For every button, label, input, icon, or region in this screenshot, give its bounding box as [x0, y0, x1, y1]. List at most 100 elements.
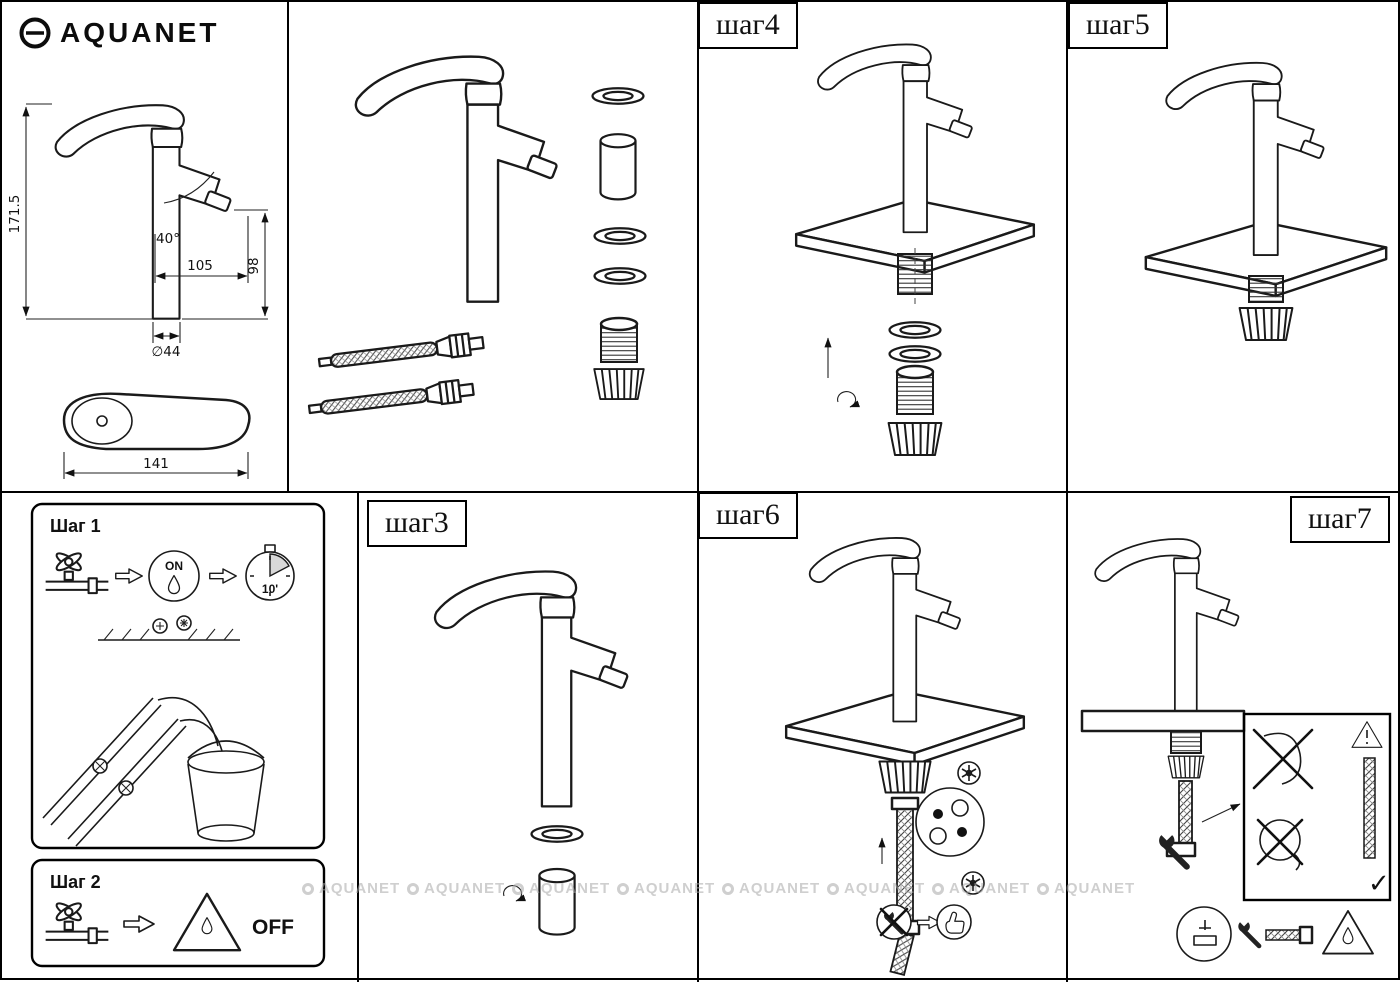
brand-name: AQUANET — [60, 17, 220, 48]
water-on-icon: ON — [148, 550, 200, 602]
grid-divider — [287, 2, 289, 493]
check-mark: ✓ — [1368, 869, 1390, 899]
faucet-side-view — [1094, 538, 1240, 715]
flex-hose-vertical — [1178, 780, 1193, 844]
threaded-sleeve — [895, 364, 935, 415]
rotate-arrow-icon — [837, 391, 861, 408]
threaded-shank — [1248, 275, 1284, 303]
water-stream — [157, 697, 219, 747]
step2-label: Шаг 2 — [50, 872, 101, 892]
step6-label: шаг6 — [698, 492, 798, 539]
step4-canvas — [794, 43, 1036, 457]
faucet-side-view — [54, 104, 233, 320]
svg-text:98: 98 — [246, 257, 262, 274]
dim-diameter: ∅44 — [152, 322, 181, 360]
dim-spout-height: 98 — [182, 209, 269, 320]
callout-arrow — [1201, 803, 1241, 823]
mounting-nut — [1167, 755, 1205, 779]
panel-step4: шаг4 — [698, 2, 1067, 492]
faucet-base-top-view — [62, 392, 251, 451]
step5-canvas — [1144, 61, 1388, 342]
water-stream — [179, 718, 223, 752]
no-loop-hose-icon — [1256, 818, 1304, 871]
step1-label: Шаг 1 — [50, 516, 101, 536]
water-off-warning-icon — [172, 892, 242, 952]
wrench-hose-icon — [1238, 922, 1314, 946]
panel-step6: шаг6 — [698, 492, 1067, 982]
gasket-ring — [593, 267, 647, 285]
tailpiece-cylinder — [538, 867, 576, 936]
svg-text:10': 10' — [262, 582, 278, 596]
arrow-right-icon — [209, 568, 237, 584]
step1-step2-canvas: Шаг 1 Шаг 2 ON 10' — [30, 502, 326, 968]
arrow-right-icon — [123, 915, 155, 933]
faucet-side-view — [354, 55, 559, 303]
supply-pipes — [42, 697, 187, 847]
panel-step3: шаг3 — [358, 492, 697, 982]
off-label: OFF — [252, 916, 294, 939]
step5-label: шаг5 — [1068, 2, 1168, 49]
mounting-hole-detail — [915, 787, 985, 857]
tailpiece-cylinder — [599, 133, 637, 201]
spec-drawing-canvas: 171.5 98 105 40° ∅44 — [7, 103, 269, 479]
stopwatch-icon: 10' — [245, 544, 295, 601]
parts-overview-canvas — [306, 55, 647, 422]
step7-canvas: ✓ — [1080, 538, 1392, 962]
bucket — [187, 740, 265, 842]
leak-warning-icon — [1322, 910, 1374, 955]
step4-label: шаг4 — [698, 2, 798, 49]
arrow-right-icon — [115, 568, 143, 584]
panel-step1-step2: Шаг 1 Шаг 2 ON 10' — [2, 492, 358, 982]
warning-triangle-icon — [1351, 721, 1383, 748]
hand-tighten-icon — [936, 904, 972, 940]
threaded-shank-with-nut — [593, 316, 645, 401]
wall-hatch — [103, 628, 234, 641]
panel-parts-overview — [288, 2, 697, 492]
svg-text:40°: 40° — [156, 231, 180, 247]
counter-slab — [1080, 709, 1246, 733]
rotate-arrow-icon — [503, 885, 527, 902]
supply-valve-icon — [44, 549, 110, 595]
mounting-nut — [878, 760, 932, 794]
brand-logo: AQUANET — [18, 16, 219, 50]
svg-text:105: 105 — [187, 258, 213, 274]
step3-label: шаг3 — [367, 500, 467, 547]
faucet-side-view — [1165, 61, 1326, 256]
aquanet-logo-icon — [19, 17, 51, 49]
screw-icon — [957, 761, 981, 785]
screw-icon — [961, 871, 985, 895]
panel-step7: шаг7 — [1068, 492, 1400, 982]
flex-hose — [316, 330, 486, 375]
svg-text:ON: ON — [165, 559, 183, 573]
faucet-side-view — [808, 537, 962, 723]
grid-divider — [357, 492, 359, 982]
no-kink-hose-icon — [1252, 728, 1314, 790]
supply-valve-icon — [44, 899, 110, 945]
wall-fixture-icon — [176, 615, 192, 631]
pipe-valve-icon — [92, 758, 108, 774]
step1-box — [30, 502, 326, 850]
svg-text:∅44: ∅44 — [152, 344, 181, 360]
panel-spec-drawing: AQUANET 171.5 98 105 — [2, 2, 288, 492]
gasket-ring — [591, 87, 645, 105]
gasket-ring — [530, 825, 584, 843]
gasket-ring — [888, 345, 942, 363]
wall-fixture-icon — [152, 618, 168, 634]
flex-hose — [306, 377, 476, 422]
pipe-valve-icon — [118, 780, 134, 796]
step7-label: шаг7 — [1290, 496, 1390, 543]
svg-text:141: 141 — [143, 456, 169, 472]
straight-hose-icon — [1363, 757, 1376, 859]
mounting-nut — [1238, 306, 1294, 342]
dim-base-length: 141 — [63, 452, 249, 479]
svg-text:171.5: 171.5 — [7, 195, 23, 234]
gasket-ring — [593, 227, 647, 245]
flex-hose-vertical — [889, 796, 921, 976]
step6-canvas — [784, 537, 1026, 976]
step3-canvas — [433, 570, 630, 936]
gasket-ring — [888, 321, 942, 339]
panel-step5: шаг5 — [1068, 2, 1400, 492]
flushing-scene — [42, 615, 265, 847]
mounting-nut — [887, 421, 943, 457]
